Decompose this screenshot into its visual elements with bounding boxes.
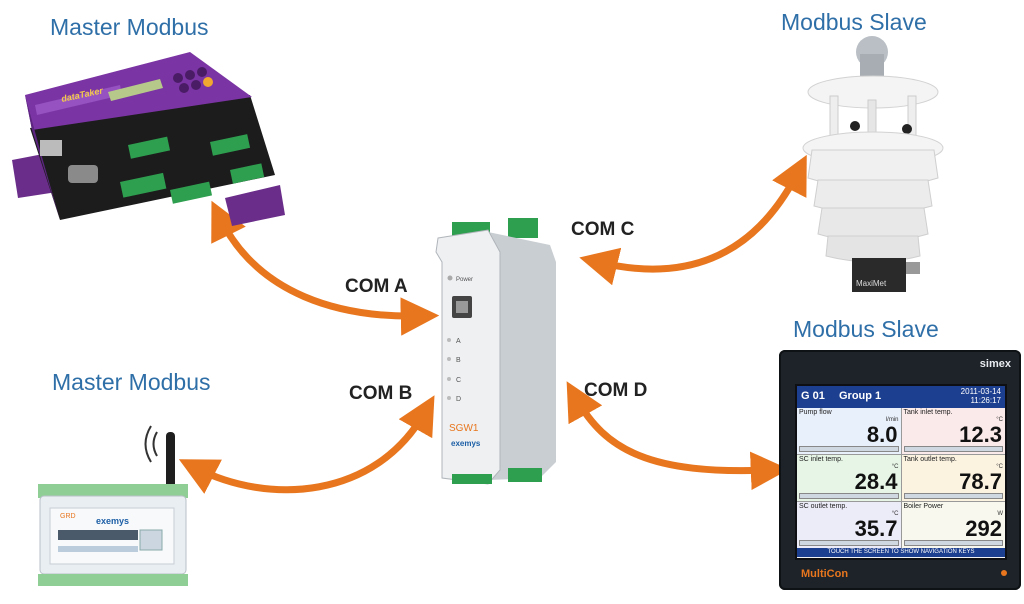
rtu-brand: exemys (96, 516, 129, 526)
gateway-led-b: B (456, 357, 461, 364)
com-a-label: COM A (345, 276, 408, 297)
display-cell-unit: W (997, 511, 1003, 517)
display-cell-unit: °C (996, 464, 1003, 470)
display-cell-value: 8.0 (866, 422, 898, 447)
display-cell-value: 78.7 (959, 469, 1002, 494)
gateway-led-c: C (456, 377, 461, 384)
display-header: G 01 Group 1 2011-03-14 11:26:17 (797, 386, 1005, 408)
modbus-slave-title-bottom: Modbus Slave (793, 316, 939, 342)
display-cell-value: 12.3 (959, 422, 1002, 447)
display-cell-bar (799, 493, 899, 499)
display-led (1001, 570, 1007, 576)
display-header-left: G 01 (801, 390, 825, 402)
display-header-group: Group 1 (839, 390, 882, 402)
master-modbus-title-top: Master Modbus (50, 14, 209, 40)
display-date: 2011-03-14 (960, 387, 1001, 396)
gateway-power-label: Power (456, 277, 473, 283)
com-c-label: COM C (571, 219, 635, 240)
display-cell-value: 28.4 (854, 469, 898, 494)
display-cell-label: Boiler Power (903, 503, 944, 510)
display-cell-unit: °C (891, 464, 899, 470)
display-brand: simex (979, 358, 1011, 370)
display-cell-bar (903, 493, 1003, 499)
arrow-com-a (211, 200, 440, 336)
display-cell-label: SC outlet temp. (799, 503, 848, 510)
modbus-slave-title-top: Modbus Slave (781, 9, 927, 35)
gateway-led-d: D (456, 396, 461, 403)
com-d-label: COM D (584, 380, 648, 401)
display-cell-bar (799, 540, 899, 546)
multicon-display: simex G 01 Group 1 2011-03-14 11:26:17 P… (779, 350, 1021, 590)
display-cell-label: SC inlet temp. (799, 456, 843, 463)
display-time: 11:26:17 (970, 396, 1001, 405)
display-screen[interactable]: G 01 Group 1 2011-03-14 11:26:17 Pump fl… (795, 384, 1007, 560)
master-modbus-title-bottom: Master Modbus (52, 369, 211, 395)
gateway-led-a: A (456, 338, 461, 345)
gateway-brand: exemys (451, 439, 481, 448)
rtu-model: GRD (60, 513, 76, 520)
display-cell-unit: °C (996, 417, 1003, 423)
display-cell-label: Pump flow (799, 409, 832, 416)
arrow-com-d (566, 381, 790, 491)
display-cell-bar (903, 446, 1003, 452)
gateway-model: SGW1 (449, 423, 479, 434)
weather-station-brand: MaxiMet (856, 279, 887, 288)
arrow-com-b (178, 395, 435, 494)
display-cell-label: Tank inlet temp. (903, 409, 953, 416)
display-cell-unit: l/min (885, 417, 899, 423)
display-cell-value: 292 (965, 516, 1002, 541)
display-cell-label: Tank outlet temp. (903, 456, 957, 463)
display-product: MultiCon (801, 568, 849, 580)
com-b-label: COM B (349, 383, 413, 404)
display-cell-bar (903, 540, 1003, 546)
display-footer: TOUCH THE SCREEN TO SHOW NAVIGATION KEYS (797, 548, 1005, 557)
display-cell-value: 35.7 (854, 516, 898, 541)
display-cell-bar (799, 446, 899, 452)
display-cell-unit: °C (891, 511, 899, 517)
arrow-com-c (579, 154, 807, 286)
